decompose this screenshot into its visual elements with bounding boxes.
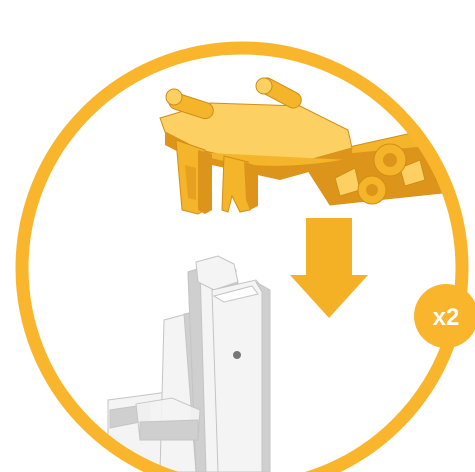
white-bracket-part <box>108 256 270 472</box>
arrow-down-icon <box>290 218 368 318</box>
quantity-badge: x2 <box>414 284 475 348</box>
quantity-badge-label: x2 <box>433 304 460 331</box>
